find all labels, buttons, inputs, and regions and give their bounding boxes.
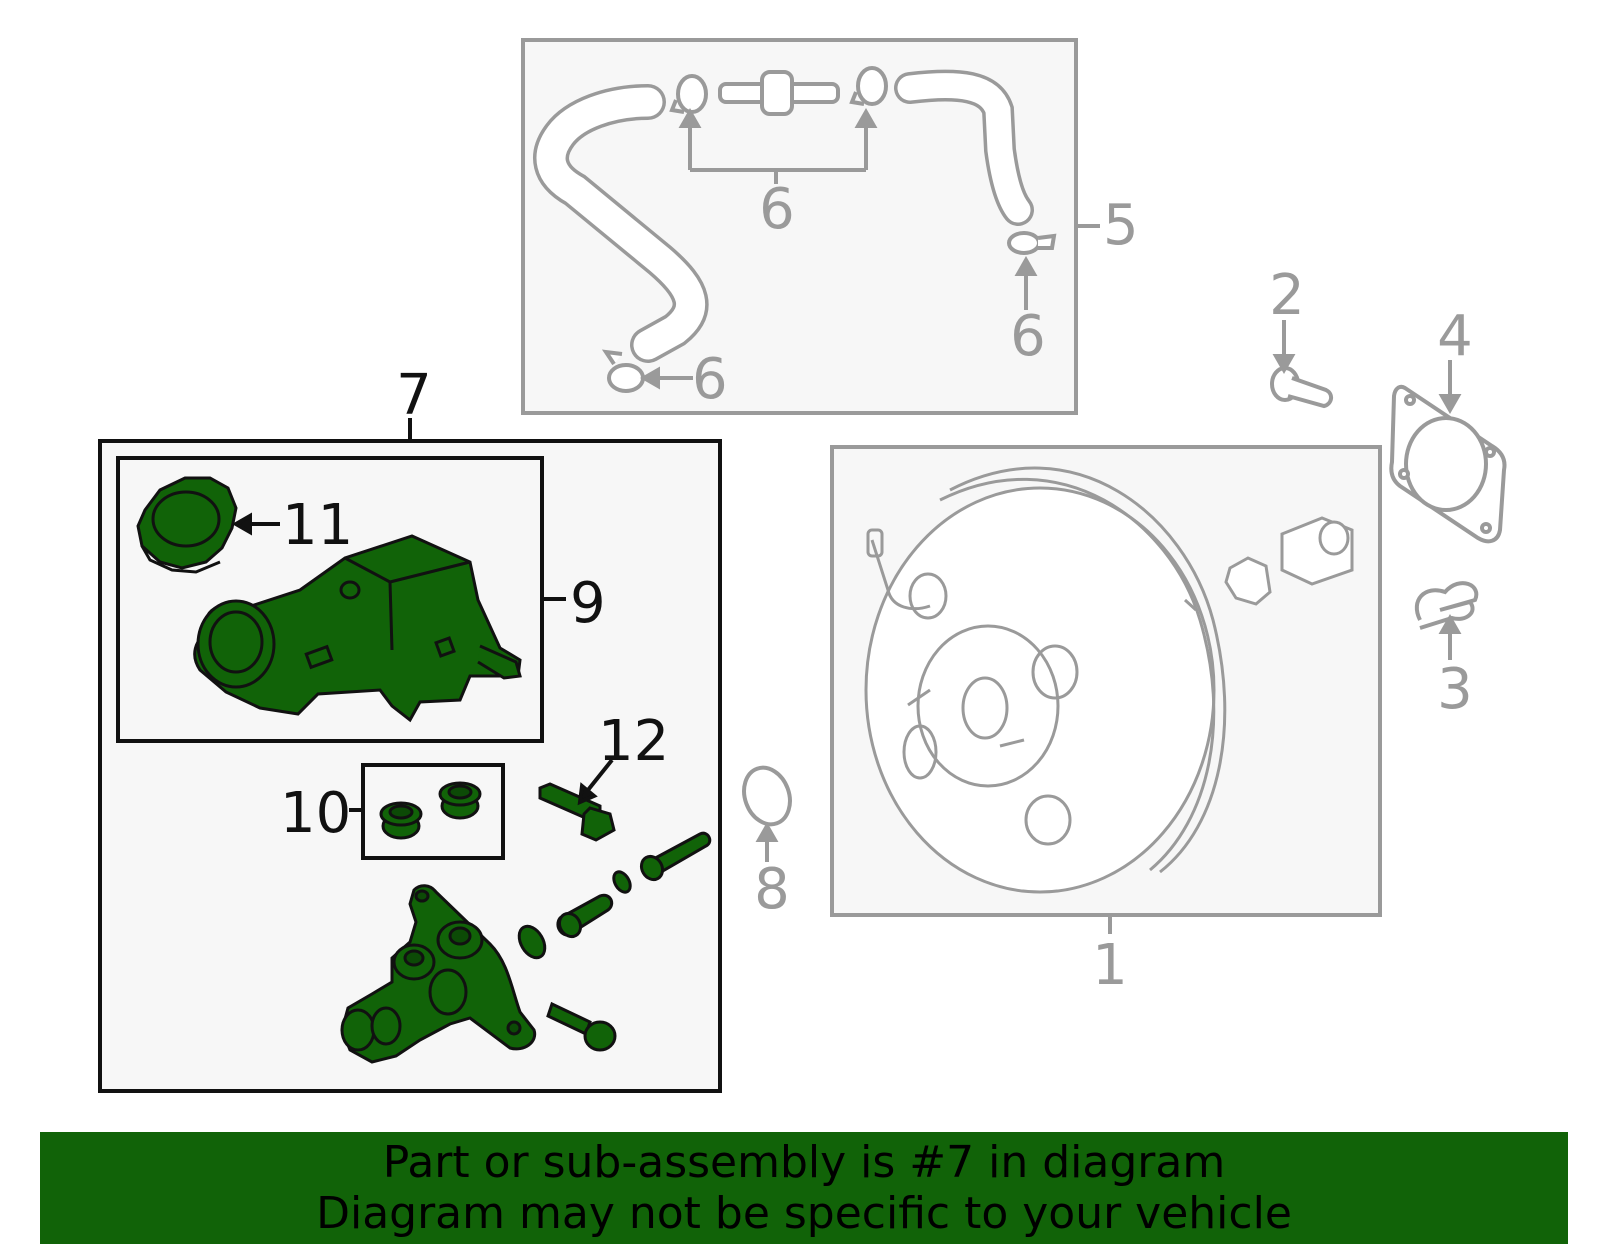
callout-8: 8	[754, 857, 790, 922]
leader-line-4	[1438, 360, 1462, 415]
gasket-part-4	[1389, 384, 1507, 544]
callout-3: 3	[1437, 657, 1473, 722]
master-cylinder-assembly	[98, 418, 722, 1093]
callout-9: 9	[570, 571, 606, 636]
callout-7: 7	[396, 363, 432, 428]
sensor-part-12	[538, 782, 616, 842]
banner-line-2: Diagram may not be specific to your vehi…	[316, 1188, 1292, 1239]
vacuum-hose-right	[894, 69, 1034, 226]
brake-booster-group	[830, 445, 1382, 934]
callout-10: 10	[280, 781, 351, 846]
hose-clamp-right	[1007, 231, 1057, 255]
grommet-seals-part-10	[379, 781, 482, 840]
leader-lines-6-5	[639, 107, 1100, 390]
check-valve	[669, 66, 888, 116]
piston-seal-set	[517, 831, 712, 960]
vacuum-hose-group	[521, 38, 1100, 415]
reservoir-tank	[193, 534, 522, 723]
leader-line-8	[755, 821, 779, 862]
leader-line-3	[1438, 613, 1462, 660]
callout-5: 5	[1103, 193, 1139, 258]
leader-line-11	[231, 512, 280, 536]
reservoir-cap-part-11	[136, 476, 238, 574]
brake-booster	[864, 466, 1227, 894]
callout-2: 2	[1269, 263, 1305, 328]
banner-line-1: Part or sub-assembly is #7 in diagram	[382, 1137, 1226, 1188]
leader-line-2	[1272, 320, 1296, 375]
o-ring-part-8	[742, 765, 792, 827]
clip-part-3	[1414, 581, 1479, 630]
callout-6-bottom: 6	[692, 347, 728, 412]
master-cylinder-bolt	[546, 1001, 617, 1052]
info-banner: Part or sub-assembly is #7 in diagram Di…	[40, 1132, 1568, 1244]
callout-4: 4	[1437, 304, 1473, 369]
callout-12: 12	[598, 709, 669, 774]
callout-6-top: 6	[759, 177, 795, 242]
vacuum-hose-left	[533, 84, 709, 363]
callout-11: 11	[282, 493, 353, 558]
callout-6-right: 6	[1010, 304, 1046, 369]
bolt-part-2	[1270, 366, 1333, 409]
leader-line-12	[577, 758, 614, 806]
booster-adapter	[1224, 516, 1354, 606]
master-cylinder-body	[340, 884, 537, 1064]
callout-1: 1	[1092, 933, 1128, 998]
